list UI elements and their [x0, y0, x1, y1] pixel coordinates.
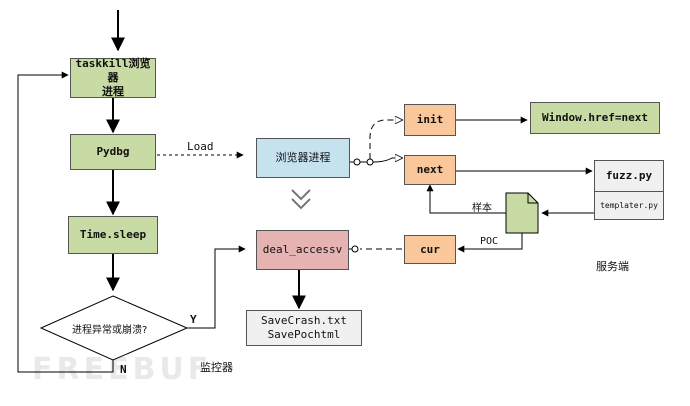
- port-circle-2: [366, 158, 374, 166]
- window-href-node: Window.href=next: [530, 102, 660, 134]
- savecrash-line1: SaveCrash.txt: [260, 314, 348, 327]
- load-label: Load: [187, 140, 214, 153]
- server-label: 服务端: [596, 260, 629, 273]
- no-label: N: [120, 363, 127, 376]
- monitor-label: 监控器: [200, 361, 233, 374]
- sample-label: 样本: [472, 203, 492, 214]
- yes-label: Y: [190, 313, 197, 326]
- cur-node: cur: [404, 235, 456, 264]
- fuzz-node: fuzz.py templater.py: [594, 160, 664, 220]
- loop-back-arrow: [17, 71, 114, 373]
- arrow-poc: [457, 233, 523, 253]
- arrow-sample: [426, 184, 506, 214]
- savecrash-node: SaveCrash.txt SavePochtml: [246, 310, 362, 346]
- browser-process-label: 浏览器进程: [275, 151, 331, 164]
- savecrash-line2: SavePochtml: [267, 328, 341, 341]
- deal-accessv-node: deal_accessv: [256, 230, 349, 270]
- taskkill-node: taskkill浏览器 进程: [70, 57, 156, 98]
- browser-process-node: 浏览器进程: [256, 138, 350, 178]
- next-label: next: [416, 163, 444, 176]
- sample-note-shape: [505, 192, 539, 234]
- pydbg-node: Pydbg: [70, 134, 156, 170]
- init-label: init: [416, 113, 444, 126]
- cur-label: cur: [420, 242, 440, 256]
- fuzz-title: fuzz.py: [595, 161, 663, 192]
- arrow-to-init: [369, 120, 402, 159]
- timesleep-node: Time.sleep: [68, 216, 158, 254]
- port-circle-3: [351, 245, 359, 253]
- arrow-to-next: [372, 158, 402, 163]
- arrow-yes: [187, 245, 246, 329]
- watermark: FREEBUF: [32, 352, 213, 387]
- poc-label: POC: [480, 236, 499, 247]
- next-node: next: [404, 155, 456, 185]
- fuzz-subtitle: templater.py: [600, 201, 658, 210]
- window-href-label: Window.href=next: [542, 111, 648, 124]
- init-node: init: [404, 104, 456, 136]
- taskkill-label: taskkill浏览器 进程: [75, 57, 151, 98]
- timesleep-label: Time.sleep: [79, 228, 147, 241]
- chevron-down-icon: [291, 189, 311, 201]
- pydbg-label: Pydbg: [96, 145, 130, 158]
- deal-accessv-label: deal_accessv: [262, 243, 343, 256]
- port-circle-1: [353, 158, 361, 166]
- decision-label: 进程异常或崩溃?: [72, 325, 148, 336]
- chevron-down-icon-2: [291, 198, 311, 210]
